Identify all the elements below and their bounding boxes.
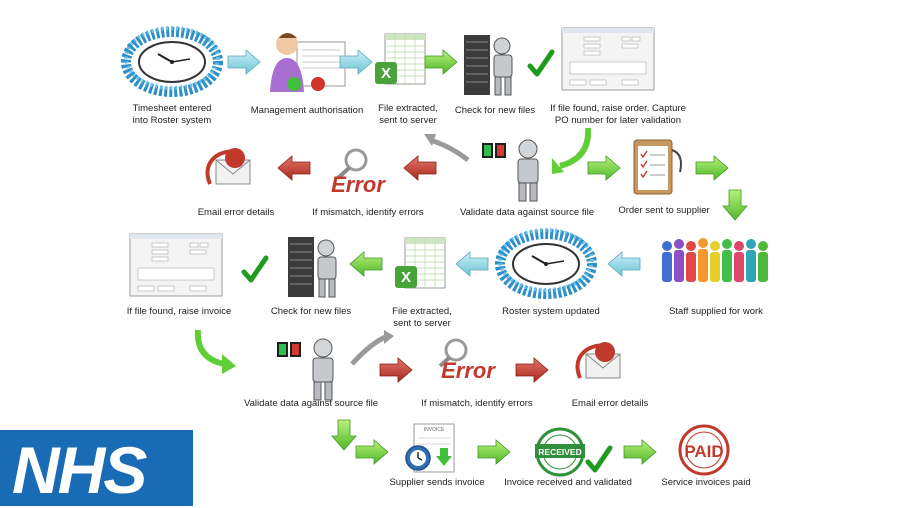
clipboard-order-icon xyxy=(633,139,682,195)
robot-validate-icon-2 xyxy=(276,338,334,401)
label-file-extracted-2: File extracted, sent to server xyxy=(392,306,452,329)
green-curved-arrow xyxy=(559,127,592,169)
error-magnifier-icon: Error xyxy=(331,148,386,197)
clock-people-icon-2 xyxy=(500,230,592,294)
label-validate-1: Validate data against source file xyxy=(460,207,594,218)
green-arrows-row2 xyxy=(587,155,748,221)
label-roster-updated: Roster system updated xyxy=(502,306,600,317)
red-arrows-row2 xyxy=(277,155,437,181)
clock-people-icon xyxy=(126,28,218,92)
label-check-new-files-1: Check for new files xyxy=(454,105,536,116)
label-invoices-paid: Service invoices paid xyxy=(661,477,751,488)
green-check-icon-3 xyxy=(588,448,610,470)
green-arrows-row5 xyxy=(331,419,657,465)
green-curved-arrow-2 xyxy=(194,329,225,367)
spreadsheet-excel-icon xyxy=(374,33,426,85)
green-check-icon xyxy=(530,52,552,74)
green-check-icon-2 xyxy=(244,258,266,280)
staff-people-icon xyxy=(662,238,768,282)
svg-text:INVOICE: INVOICE xyxy=(424,427,445,433)
svg-text:RECEIVED: RECEIVED xyxy=(538,447,581,457)
label-mismatch-1: If mismatch, identify errors xyxy=(312,207,424,218)
email-error-icon xyxy=(205,146,252,186)
green-arrow-right xyxy=(424,49,458,75)
label-mismatch-2: If mismatch, identify errors xyxy=(421,398,533,409)
grey-curved-arrow xyxy=(429,137,470,162)
label-check-new-files-2: Check for new files xyxy=(270,306,352,317)
label-email-error-2: Email error details xyxy=(571,398,649,409)
svg-text:Error: Error xyxy=(441,358,496,383)
flow-arrows-row1 xyxy=(227,49,373,75)
spreadsheet-excel-icon-2 xyxy=(394,237,446,289)
manager-approval-icon xyxy=(270,33,346,92)
label-email-error-1: Email error details xyxy=(197,207,275,218)
robot-server-icon-2 xyxy=(287,236,337,298)
label-file-extracted-1: File extracted, sent to server xyxy=(378,103,438,126)
label-invoice-received: Invoice received and validated xyxy=(504,477,632,488)
label-staff-supplied: Staff supplied for work xyxy=(669,306,763,317)
error-magnifier-icon-2: Error xyxy=(438,338,496,383)
label-raise-order: If file found, raise order. Capture PO n… xyxy=(550,103,686,126)
label-order-sent: Order sent to supplier xyxy=(618,205,710,216)
label-timesheet: Timesheet entered into Roster system xyxy=(132,103,212,126)
invoice-form-screenshot xyxy=(129,233,223,297)
svg-text:PAID: PAID xyxy=(684,442,723,461)
blue-arrows-row3 xyxy=(455,251,641,277)
order-form-screenshot xyxy=(561,27,655,91)
received-stamp-icon: RECEIVED xyxy=(535,427,585,477)
label-management-authorisation: Management authorisation xyxy=(250,105,364,116)
robot-server-icon xyxy=(463,34,513,96)
label-supplier-invoice: Supplier sends invoice xyxy=(389,477,485,488)
red-arrows-row4 xyxy=(379,357,549,383)
green-arrow-left-row3 xyxy=(349,251,383,277)
email-error-icon-2 xyxy=(575,340,622,380)
grey-curved-arrow-2 xyxy=(350,333,389,366)
svg-text:Error: Error xyxy=(331,172,386,197)
robot-validate-icon xyxy=(481,139,539,202)
nhs-logo: NHS xyxy=(0,430,193,507)
invoice-clock-icon: INVOICE xyxy=(405,423,455,473)
label-raise-invoice: If file found, raise invoice xyxy=(126,306,232,317)
paid-stamp-icon: PAID xyxy=(678,424,730,476)
label-validate-2: Validate data against source file xyxy=(244,398,378,409)
